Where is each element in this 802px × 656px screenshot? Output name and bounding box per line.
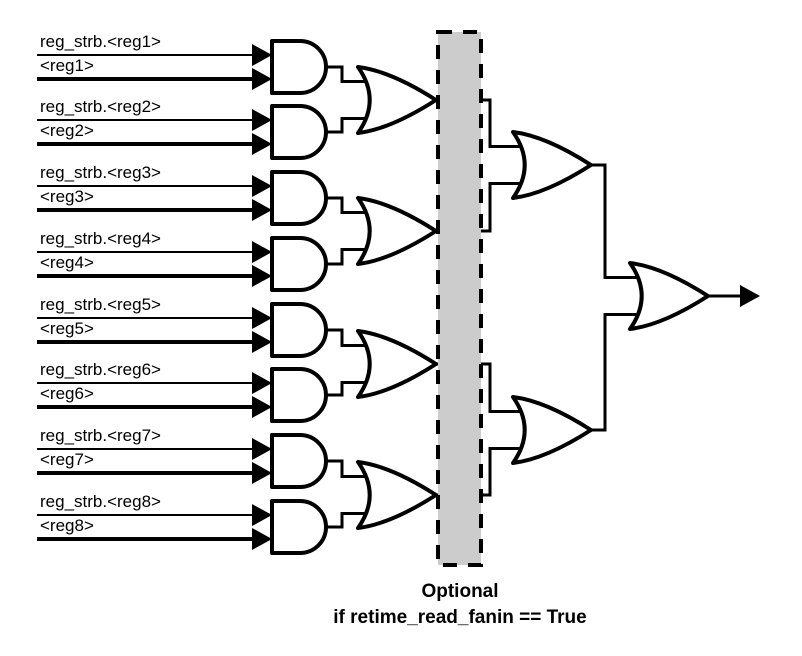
data-signal-label: <reg5> bbox=[40, 319, 94, 338]
caption-layer: Optional if retime_read_fanin == True bbox=[333, 581, 586, 628]
or-gate-stage1 bbox=[356, 329, 438, 399]
wire-layer bbox=[37, 44, 760, 550]
data-arrow-icon bbox=[252, 461, 272, 484]
data-signal-label: <reg7> bbox=[40, 450, 94, 469]
or-gate-stage2 bbox=[511, 130, 593, 200]
and-to-or-wire bbox=[326, 459, 365, 479]
or-gate-stage2 bbox=[511, 395, 593, 465]
data-signal-label: <reg4> bbox=[40, 253, 94, 272]
or-gate-stage1 bbox=[356, 460, 438, 530]
optional-caption-line-1: Optional bbox=[421, 581, 498, 602]
strobe-arrow-icon bbox=[252, 44, 272, 67]
and-to-or-wire bbox=[326, 511, 365, 529]
and-gate bbox=[270, 170, 328, 226]
and-gate bbox=[270, 104, 328, 160]
strobe-signal-label: reg_strb.<reg2> bbox=[40, 97, 161, 116]
data-signal-label: <reg2> bbox=[40, 121, 94, 140]
data-arrow-icon bbox=[252, 132, 272, 155]
data-arrow-icon bbox=[252, 527, 272, 550]
strobe-signal-label: reg_strb.<reg3> bbox=[40, 163, 161, 182]
strobe-arrow-icon bbox=[252, 241, 272, 264]
and-to-or-wire bbox=[326, 65, 365, 84]
and-to-or-wire bbox=[326, 196, 365, 215]
and-to-or-wire bbox=[326, 116, 365, 134]
or-to-final-wire bbox=[591, 163, 637, 280]
strobe-signal-label: reg_strb.<reg5> bbox=[40, 295, 161, 314]
strobe-signal-label: reg_strb.<reg7> bbox=[40, 426, 161, 445]
strobe-arrow-icon bbox=[252, 109, 272, 132]
and-gate bbox=[270, 433, 328, 489]
data-signal-label: <reg6> bbox=[40, 384, 94, 403]
data-arrow-icon bbox=[252, 330, 272, 353]
or-to-final-wire bbox=[591, 312, 637, 432]
output-arrow-icon bbox=[740, 285, 760, 307]
strobe-signal-label: reg_strb.<reg4> bbox=[40, 229, 161, 248]
and-to-or-wire bbox=[326, 247, 365, 266]
data-signal-label: <reg3> bbox=[40, 187, 94, 206]
optional-region-layer bbox=[436, 30, 483, 567]
data-arrow-icon bbox=[252, 198, 272, 221]
data-arrow-icon bbox=[252, 264, 272, 287]
data-signal-label: <reg8> bbox=[40, 516, 94, 535]
strobe-arrow-icon bbox=[252, 504, 272, 527]
strobe-signal-label: reg_strb.<reg1> bbox=[40, 32, 161, 51]
strobe-signal-label: reg_strb.<reg8> bbox=[40, 492, 161, 511]
data-arrow-icon bbox=[252, 395, 272, 418]
or-gate-final bbox=[628, 261, 710, 331]
optional-caption-line-2: if retime_read_fanin == True bbox=[333, 607, 586, 628]
and-gate bbox=[270, 39, 328, 95]
data-arrow-icon bbox=[252, 67, 272, 90]
strobe-arrow-icon bbox=[252, 372, 272, 395]
strobe-signal-label: reg_strb.<reg6> bbox=[40, 360, 161, 379]
strobe-arrow-icon bbox=[252, 307, 272, 330]
and-gate bbox=[270, 499, 328, 555]
signal-label-layer: reg_strb.<reg1> <reg1> reg_strb.<reg2> <reg… bbox=[40, 32, 161, 535]
optional-retime-box bbox=[436, 30, 483, 567]
or-gate-stage1 bbox=[356, 65, 438, 135]
and-to-or-wire bbox=[326, 328, 365, 348]
and-gate bbox=[270, 236, 328, 292]
strobe-arrow-icon bbox=[252, 175, 272, 198]
gate-layer bbox=[270, 39, 710, 555]
and-gate bbox=[270, 302, 328, 358]
and-to-or-wire bbox=[326, 380, 365, 397]
strobe-arrow-icon bbox=[252, 438, 272, 461]
and-gate bbox=[270, 367, 328, 423]
or-gate-stage1 bbox=[356, 196, 438, 266]
data-signal-label: <reg1> bbox=[40, 56, 94, 75]
